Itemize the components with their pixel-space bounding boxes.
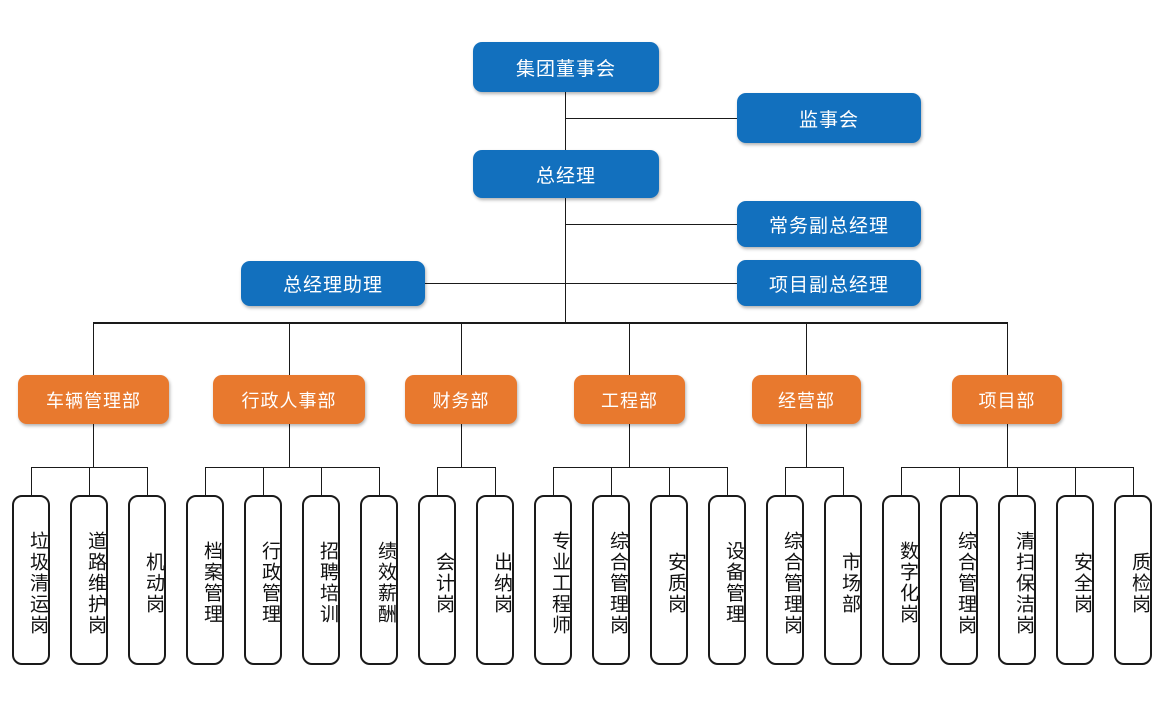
- node-department-operations[interactable]: 经营部: [752, 375, 861, 424]
- connector-gm-to-departments: [565, 198, 566, 324]
- connector-dept4-post4: [727, 467, 728, 495]
- connector-dept4-post2: [611, 467, 612, 495]
- post-label: 安全岗: [1071, 551, 1092, 615]
- post-label: 档案管理: [201, 541, 222, 625]
- connector-gm-to-exec-deputy: [565, 224, 737, 225]
- post-label: 综合管理岗: [955, 530, 976, 636]
- node-department-finance[interactable]: 财务部: [405, 375, 517, 424]
- node-post-professional-engineer[interactable]: 专业工程师: [534, 495, 572, 665]
- post-label: 机动岗: [143, 551, 164, 615]
- node-post-operations-general-management[interactable]: 综合管理岗: [766, 495, 804, 665]
- connector-dept6-post4: [1075, 467, 1076, 495]
- connector-gm-assistant: [425, 283, 566, 284]
- connector-bus-to-dept-1: [93, 322, 94, 375]
- node-project-deputy-gm[interactable]: 项目副总经理: [737, 260, 921, 306]
- department-bus: [93, 322, 1008, 324]
- connector-dept2-post2: [263, 467, 264, 495]
- connector-dept2-stem: [289, 424, 290, 467]
- node-general-manager[interactable]: 总经理: [473, 150, 659, 198]
- connector-bus-to-dept-6: [1007, 322, 1008, 375]
- connector-bus-to-dept-3: [461, 322, 462, 375]
- connector-dept4-bus: [553, 467, 728, 468]
- connector-dept3-post2: [495, 467, 496, 495]
- connector-dept5-stem: [806, 424, 807, 467]
- connector-dept1-stem: [93, 424, 94, 467]
- post-label: 垃圾清运岗: [27, 530, 48, 636]
- node-post-project-general-management[interactable]: 综合管理岗: [940, 495, 978, 665]
- post-label: 绩效薪酬: [375, 541, 396, 625]
- connector-dept1-post1: [31, 467, 32, 495]
- connector-dept6-stem: [1007, 424, 1008, 467]
- node-post-administration[interactable]: 行政管理: [244, 495, 282, 665]
- connector-board-to-gm: [565, 92, 566, 157]
- node-post-archive-management[interactable]: 档案管理: [186, 495, 224, 665]
- node-post-cashier[interactable]: 出纳岗: [476, 495, 514, 665]
- connector-dept2-post3: [321, 467, 322, 495]
- node-supervisory-board[interactable]: 监事会: [737, 93, 921, 143]
- connector-dept3-bus: [437, 467, 496, 468]
- node-board[interactable]: 集团董事会: [473, 42, 659, 92]
- connector-dept2-bus: [205, 467, 380, 468]
- post-label: 道路维护岗: [85, 530, 106, 636]
- post-label: 市场部: [839, 551, 860, 615]
- connector-dept2-post1: [205, 467, 206, 495]
- post-label: 出纳岗: [491, 551, 512, 615]
- post-label: 行政管理: [259, 541, 280, 625]
- connector-dept1-post2: [89, 467, 90, 495]
- connector-board-to-supervisory: [565, 118, 737, 119]
- node-department-project[interactable]: 项目部: [952, 375, 1062, 424]
- connector-bus-to-dept-5: [806, 322, 807, 375]
- post-label: 专业工程师: [549, 530, 570, 636]
- node-post-road-maintenance[interactable]: 道路维护岗: [70, 495, 108, 665]
- node-post-cleaning-sanitation[interactable]: 清扫保洁岗: [998, 495, 1036, 665]
- node-post-performance-compensation[interactable]: 绩效薪酬: [360, 495, 398, 665]
- post-label: 安质岗: [665, 551, 686, 615]
- node-post-accounting[interactable]: 会计岗: [418, 495, 456, 665]
- node-department-engineering[interactable]: 工程部: [574, 375, 685, 424]
- post-label: 会计岗: [433, 551, 454, 615]
- connector-dept2-post4: [379, 467, 380, 495]
- connector-dept5-bus: [785, 467, 844, 468]
- post-label: 综合管理岗: [781, 530, 802, 636]
- node-post-safety-quality[interactable]: 安质岗: [650, 495, 688, 665]
- connector-dept3-stem: [461, 424, 462, 467]
- node-post-waste-removal[interactable]: 垃圾清运岗: [12, 495, 50, 665]
- connector-dept4-stem: [629, 424, 630, 467]
- connector-bus-to-dept-2: [289, 322, 290, 375]
- post-label: 质检岗: [1129, 551, 1150, 615]
- node-department-admin-hr[interactable]: 行政人事部: [213, 375, 365, 424]
- connector-dept6-post5: [1133, 467, 1134, 495]
- post-label: 清扫保洁岗: [1013, 530, 1034, 636]
- node-post-engineering-general-management[interactable]: 综合管理岗: [592, 495, 630, 665]
- node-post-marketing[interactable]: 市场部: [824, 495, 862, 665]
- connector-dept6-post2: [959, 467, 960, 495]
- connector-dept1-post3: [147, 467, 148, 495]
- node-post-recruitment-training[interactable]: 招聘培训: [302, 495, 340, 665]
- node-post-equipment-management[interactable]: 设备管理: [708, 495, 746, 665]
- connector-dept4-post1: [553, 467, 554, 495]
- node-post-flexible-duty[interactable]: 机动岗: [128, 495, 166, 665]
- connector-dept3-post1: [437, 467, 438, 495]
- node-exec-deputy-gm[interactable]: 常务副总经理: [737, 201, 921, 247]
- connector-gm-to-project-deputy: [565, 283, 737, 284]
- post-label: 综合管理岗: [607, 530, 628, 636]
- node-department-vehicle-management[interactable]: 车辆管理部: [18, 375, 169, 424]
- node-post-digitalization[interactable]: 数字化岗: [882, 495, 920, 665]
- node-post-quality-inspection[interactable]: 质检岗: [1114, 495, 1152, 665]
- connector-dept6-post1: [901, 467, 902, 495]
- connector-dept4-post3: [669, 467, 670, 495]
- node-post-safety[interactable]: 安全岗: [1056, 495, 1094, 665]
- post-label: 招聘培训: [317, 541, 338, 625]
- node-gm-assistant[interactable]: 总经理助理: [241, 261, 425, 306]
- connector-dept5-post2: [843, 467, 844, 495]
- post-label: 数字化岗: [897, 541, 918, 625]
- connector-dept6-post3: [1017, 467, 1018, 495]
- connector-dept5-post1: [785, 467, 786, 495]
- connector-bus-to-dept-4: [629, 322, 630, 375]
- post-label: 设备管理: [723, 541, 744, 625]
